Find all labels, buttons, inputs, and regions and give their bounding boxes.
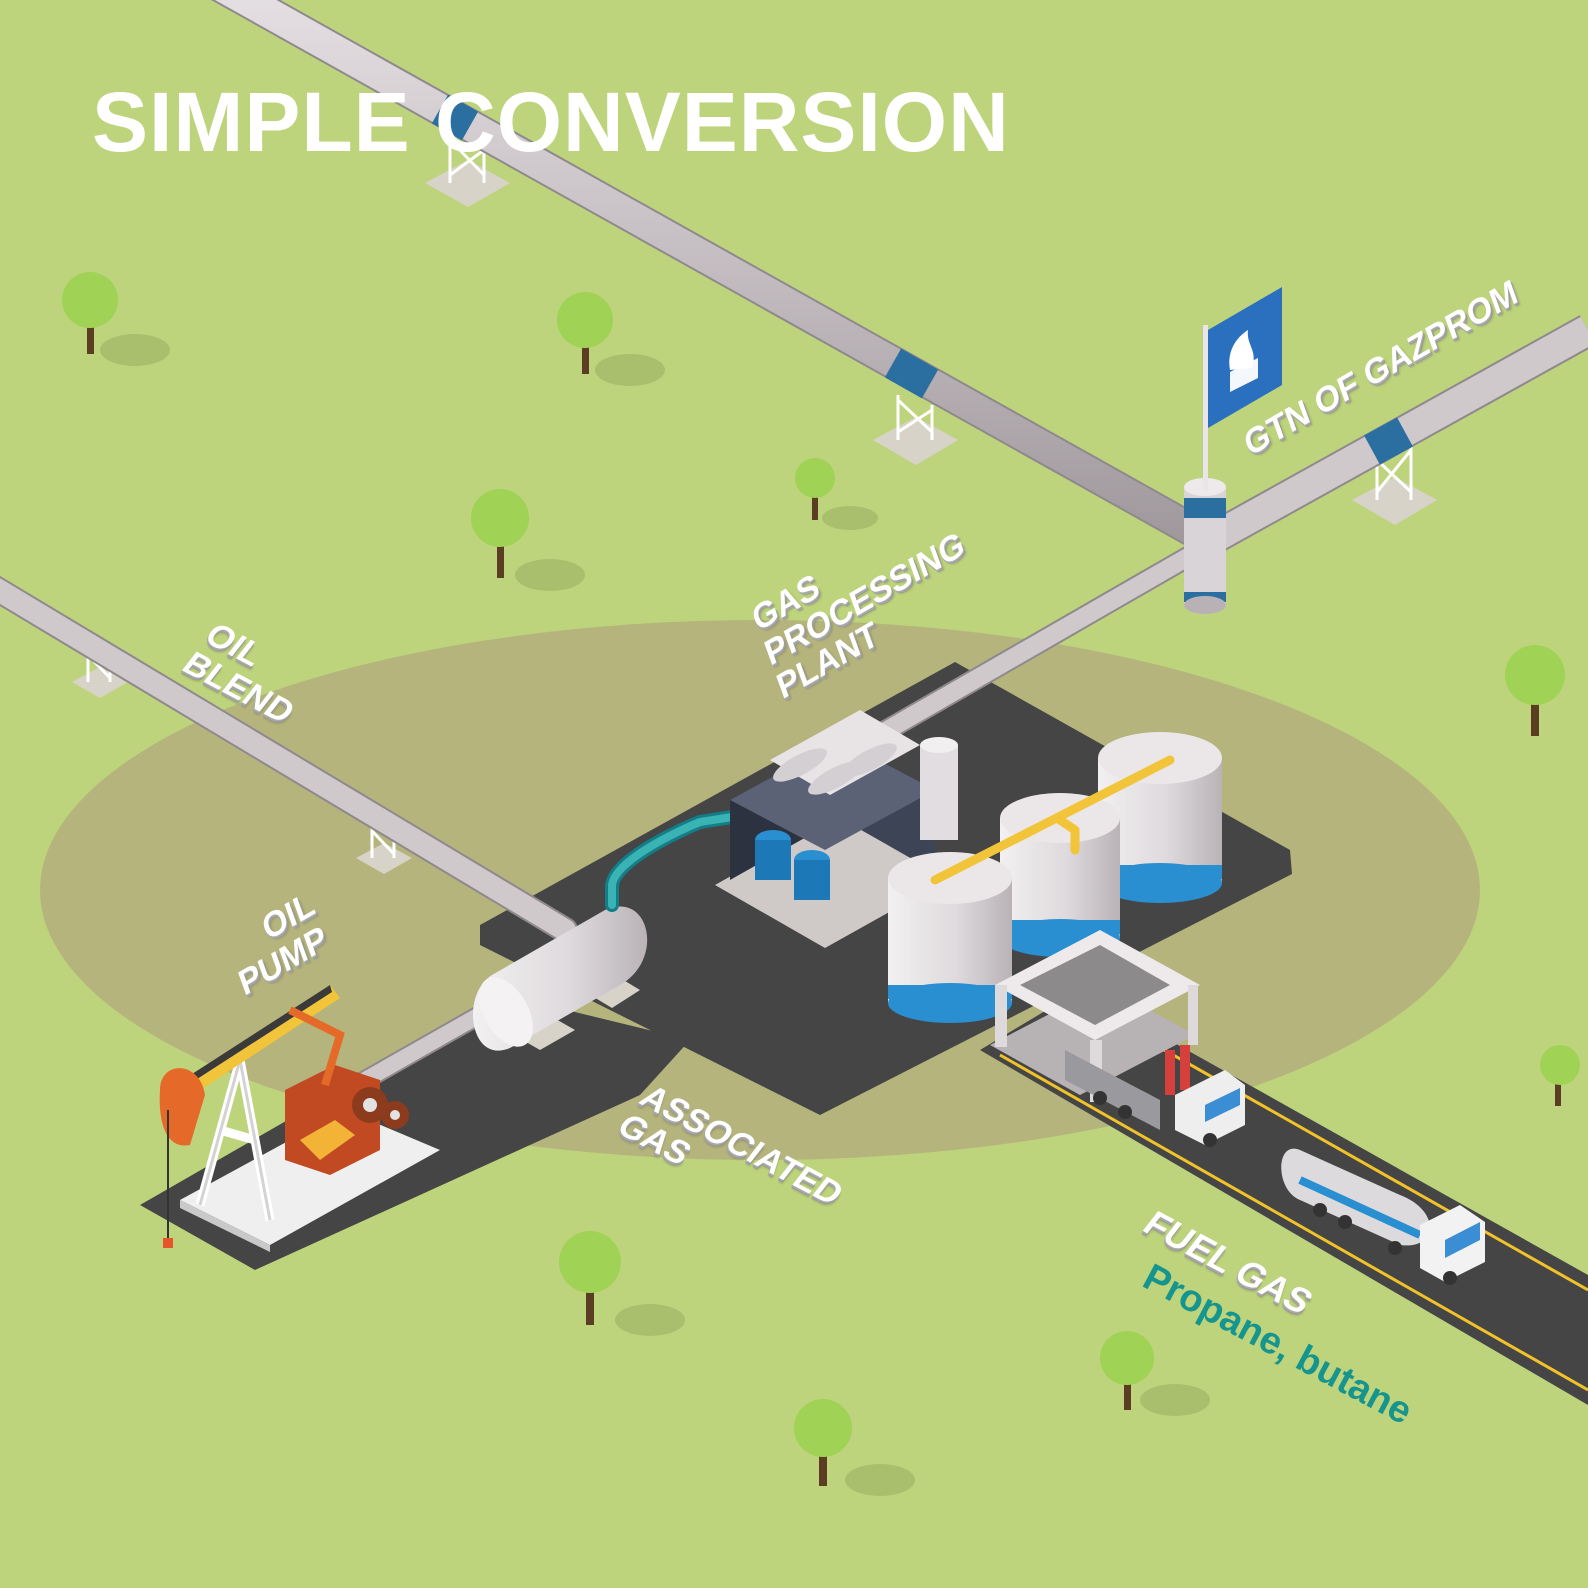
gazprom-flag xyxy=(1203,287,1282,490)
oil-blend-pipeline xyxy=(0,575,578,943)
gazprom-flame-logo-icon xyxy=(1229,330,1258,392)
loading-station xyxy=(990,930,1200,1102)
processing-unit xyxy=(715,710,958,948)
tree xyxy=(62,272,170,366)
pipe-support xyxy=(425,135,510,207)
pipe-band xyxy=(431,94,479,141)
fuel-tanker-truck xyxy=(1281,1148,1485,1285)
pipe-band xyxy=(1364,417,1413,465)
pipe-support xyxy=(873,395,958,465)
tree xyxy=(559,1231,685,1336)
cylinder-truck xyxy=(1065,1045,1245,1147)
tree xyxy=(795,458,878,530)
tree xyxy=(1100,1331,1210,1416)
tree xyxy=(557,292,665,386)
oil-pump-jack xyxy=(159,985,440,1252)
storage-tanks xyxy=(888,732,1222,1023)
plant-outlet-pipe xyxy=(859,539,1211,751)
tree xyxy=(794,1399,915,1496)
pipe-band xyxy=(884,348,939,399)
gas-trunk-pipeline xyxy=(210,0,1588,557)
tree xyxy=(1540,1045,1580,1106)
highway-line-1 xyxy=(999,1053,1588,1392)
walkway xyxy=(930,755,1175,885)
storage-tank xyxy=(888,852,1012,1023)
tree xyxy=(471,489,585,591)
tree xyxy=(1505,645,1565,736)
pipe-supports xyxy=(72,135,1437,874)
pipeline-junction xyxy=(1184,478,1226,614)
page-title: SIMPLE CONVERSION xyxy=(92,75,1010,169)
pipe-support xyxy=(356,826,412,874)
pipe-support xyxy=(1352,445,1437,525)
trees xyxy=(62,272,1580,1496)
